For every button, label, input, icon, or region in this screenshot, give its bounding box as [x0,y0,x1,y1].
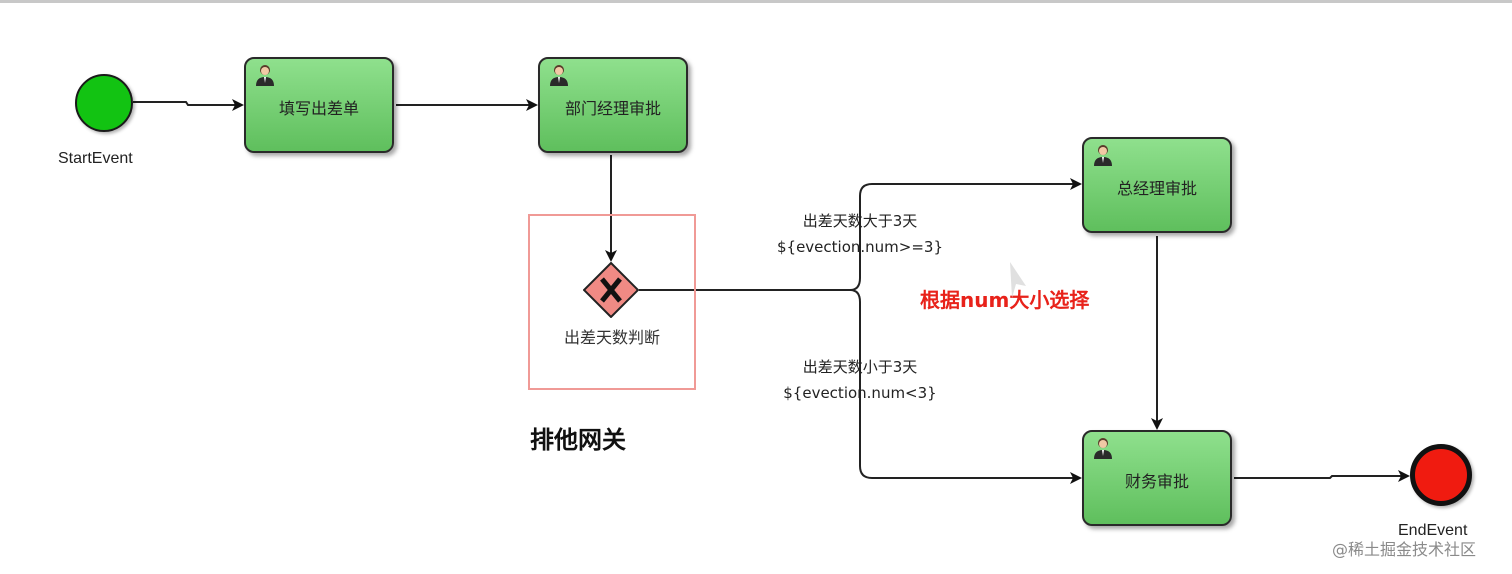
gateway-caption: 排他网关 [530,426,626,454]
task-label: 填写出差单 [278,99,359,118]
user-icon [256,65,274,86]
cursor-icon [1010,262,1026,298]
flow-gateway-to-finance [849,289,1082,484]
task-dept-manager[interactable]: 部门经理审批 [538,57,688,153]
watermark: @稀土掘金技术社区 [1332,540,1477,559]
start-event[interactable] [75,74,133,132]
start-event-label: StartEvent [58,150,133,167]
condition-lower-text: 出差天数小于3天 [802,358,918,376]
flow-finance-to-end [1234,470,1410,482]
condition-upper-text: 出差天数大于3天 [802,212,918,230]
flow-start-to-fill [133,99,244,111]
end-event[interactable] [1410,444,1472,506]
condition-lower-expr: ${evection.num<3} [783,384,937,402]
user-icon [1094,438,1112,459]
condition-upper: 出差天数大于3天 ${evection.num>=3} [760,208,960,260]
task-label: 总经理审批 [1116,179,1197,198]
window-top-border [0,0,1512,3]
task-label: 部门经理审批 [564,99,661,118]
task-general-manager[interactable]: 总经理审批 [1082,137,1232,233]
user-icon [550,65,568,86]
exclusive-gateway-icon[interactable] [583,262,639,318]
selection-note: 根据num大小选择 [920,288,1090,312]
task-fill-form[interactable]: 填写出差单 [244,57,394,153]
flow-gateway-to-gm [639,178,1082,291]
gateway-highlight-frame [528,214,696,390]
end-event-label: EndEvent [1398,522,1468,539]
task-label: 财务审批 [1124,472,1189,491]
gateway-label: 出差天数判断 [563,328,660,347]
user-icon [1094,145,1112,166]
condition-upper-expr: ${evection.num>=3} [776,238,944,256]
task-finance[interactable]: 财务审批 [1082,430,1232,526]
condition-lower: 出差天数小于3天 ${evection.num<3} [760,354,960,406]
